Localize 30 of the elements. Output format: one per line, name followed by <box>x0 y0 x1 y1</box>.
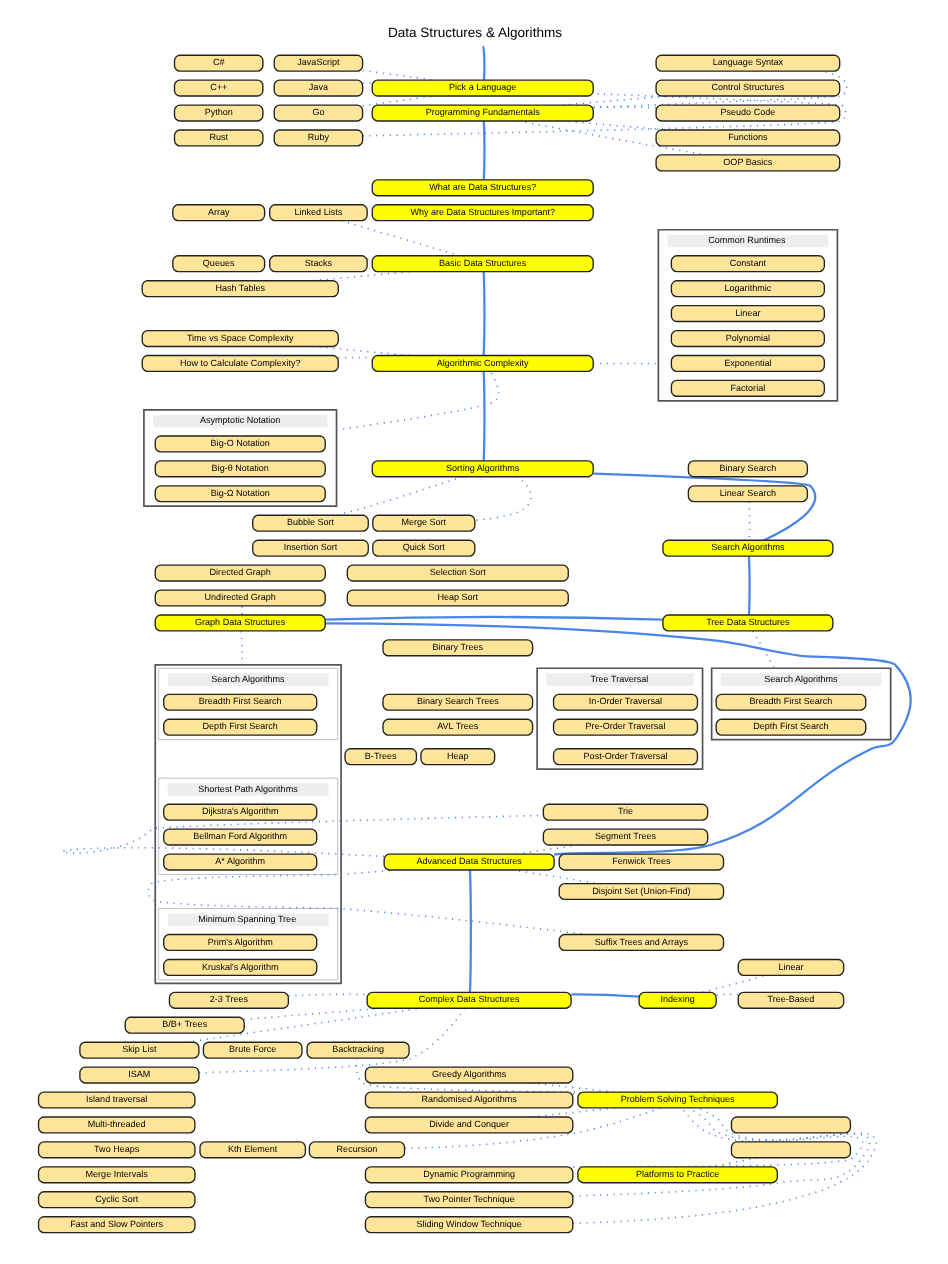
connector <box>591 70 847 109</box>
connector <box>286 993 367 997</box>
connector <box>481 371 485 461</box>
connector <box>571 1107 876 1225</box>
connector <box>360 92 846 137</box>
node-box <box>729 1116 851 1134</box>
connector <box>336 356 372 359</box>
connector <box>710 1157 757 1168</box>
connector <box>335 476 463 517</box>
connector <box>570 993 639 998</box>
connector <box>571 1107 869 1197</box>
node-box <box>729 1141 851 1159</box>
connector <box>480 46 485 80</box>
connector <box>592 472 816 542</box>
connector <box>146 869 588 936</box>
connector <box>467 870 471 993</box>
connector <box>334 370 499 431</box>
connector <box>481 121 485 180</box>
connector <box>360 82 372 85</box>
connector <box>746 556 750 615</box>
connector <box>60 814 543 858</box>
connector <box>324 622 911 856</box>
connector <box>324 615 662 621</box>
connector <box>701 974 766 994</box>
connector <box>184 1007 422 1043</box>
connector <box>714 993 738 996</box>
connector <box>481 271 485 356</box>
connector <box>473 476 531 522</box>
connector <box>591 106 656 109</box>
connector <box>339 219 460 257</box>
